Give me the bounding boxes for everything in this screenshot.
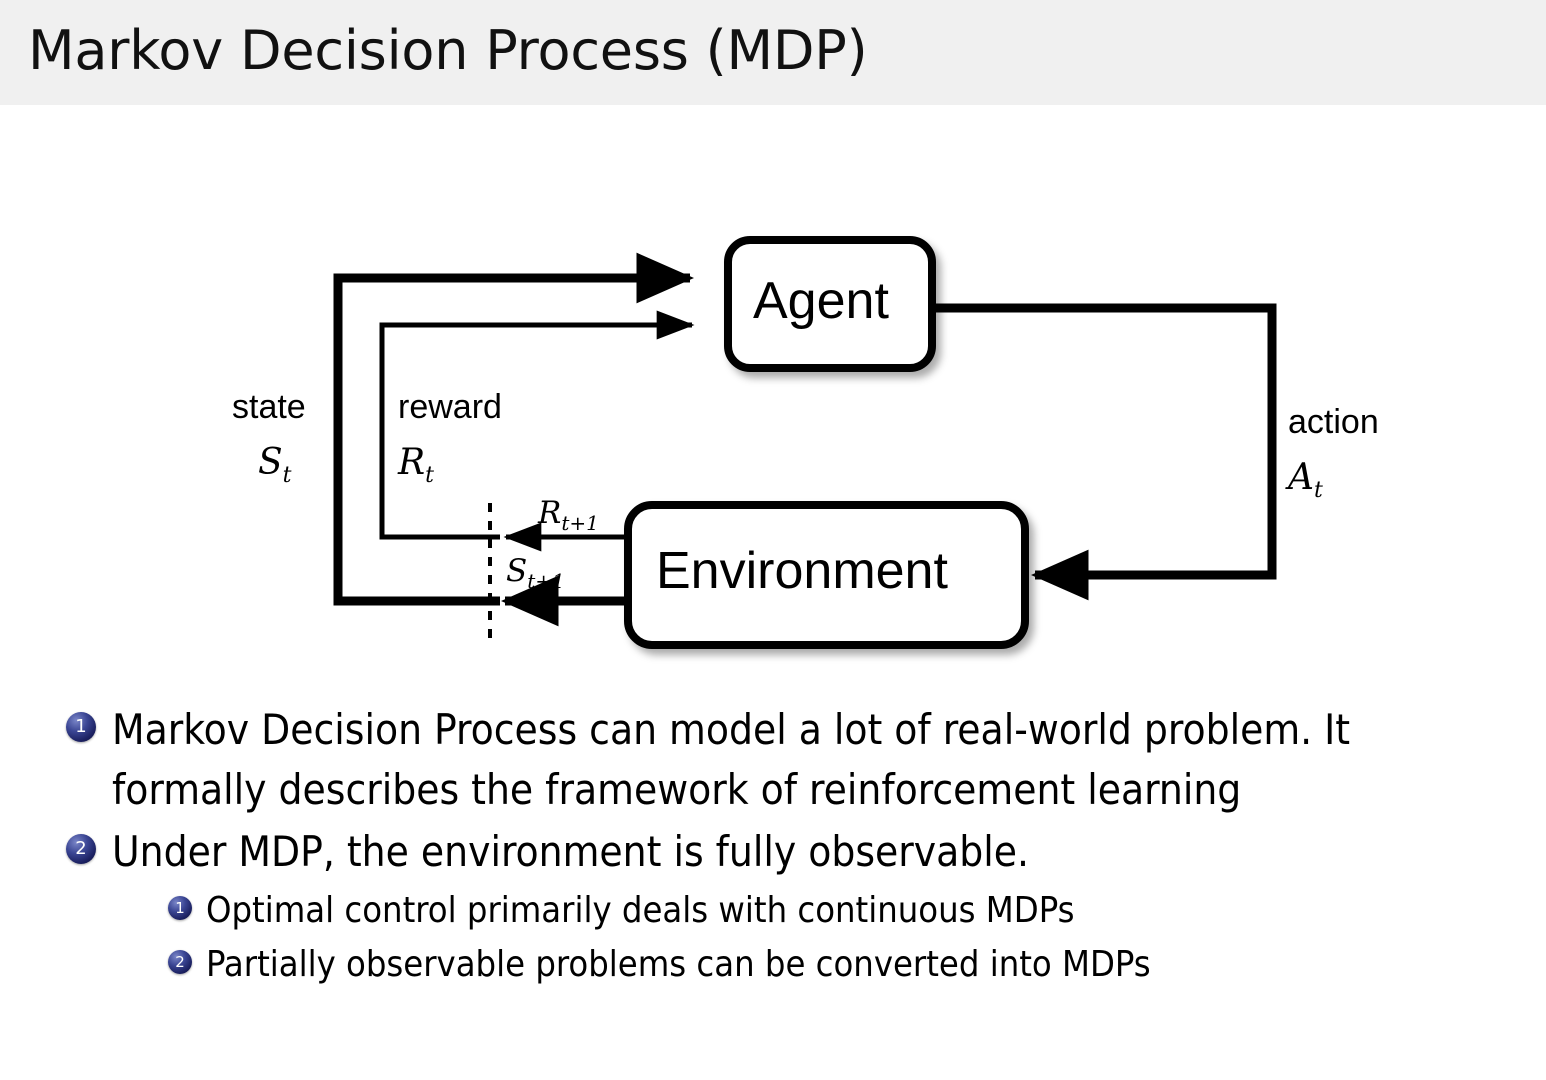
signal-next-reward-subscript: t+1 — [561, 511, 599, 536]
edge-reward-loop — [379, 310, 695, 552]
bullet-badge-2: 2 — [66, 834, 96, 864]
list-item: 1 Markov Decision Process can model a lo… — [0, 700, 1546, 820]
edge-state-loop — [333, 252, 695, 627]
signal-next-reward-base: R — [538, 495, 562, 531]
slide-header-bar: Markov Decision Process (MDP) — [0, 0, 1546, 105]
list-item: 1 Optimal control primarily deals with c… — [0, 884, 1546, 938]
bullet-2-line-1: Under MDP, the environment is fully obse… — [112, 827, 1030, 876]
signal-action-label: action — [1288, 403, 1379, 441]
list-item: 2 Under MDP, the environment is fully ob… — [0, 822, 1546, 882]
bullet-badge-1: 1 — [66, 712, 96, 742]
sub-bullet-text-1: Optimal control primarily deals with con… — [206, 890, 1075, 931]
bullet-list: 1 Markov Decision Process can model a lo… — [0, 700, 1546, 992]
signal-state-symbol-base: S — [258, 442, 283, 483]
diagram-canvas — [333, 236, 1277, 649]
bullet-1-line-1: Markov Decision Process can model a lot … — [112, 705, 1351, 754]
signal-next-state-symbol: St+1 — [506, 553, 565, 594]
node-environment-box — [624, 501, 1029, 649]
signal-reward-symbol: Rt — [398, 445, 434, 487]
node-agent-box — [724, 236, 936, 372]
signal-next-state-base: S — [506, 553, 528, 589]
edge-action-loop — [932, 303, 1277, 601]
signal-state-symbol: St — [258, 445, 292, 487]
sub-bullet-text-2: Partially observable problems can be con… — [206, 944, 1151, 985]
signal-next-reward-symbol: Rt+1 — [538, 495, 599, 536]
signal-action-symbol: At — [1288, 460, 1323, 502]
node-environment-label: Environment — [656, 542, 948, 600]
signal-state-symbol-subscript: t — [282, 463, 293, 489]
sub-bullet-badge-1: 1 — [168, 896, 192, 920]
bullet-text-1: Markov Decision Process can model a lot … — [112, 700, 1350, 820]
signal-reward-symbol-subscript: t — [425, 463, 435, 489]
page-title: Markov Decision Process (MDP) — [28, 19, 868, 82]
sub-bullet-badge-2: 2 — [168, 950, 192, 974]
signal-action-symbol-base: A — [1288, 457, 1314, 498]
signal-reward-label: reward — [398, 388, 502, 426]
signal-action-symbol-subscript: t — [1314, 478, 1324, 504]
bullet-1-line-2: formally describes the framework of rein… — [112, 765, 1242, 814]
signal-reward-symbol-base: R — [398, 442, 426, 483]
signal-next-state-subscript: t+1 — [527, 569, 565, 594]
signal-state-label: state — [232, 388, 306, 426]
node-agent-label: Agent — [753, 272, 889, 330]
agent-environment-diagram: Agent Environment state St reward Rt act… — [0, 105, 1546, 695]
bullet-text-2: Under MDP, the environment is fully obse… — [112, 822, 1029, 882]
list-item: 2 Partially observable problems can be c… — [0, 938, 1546, 992]
